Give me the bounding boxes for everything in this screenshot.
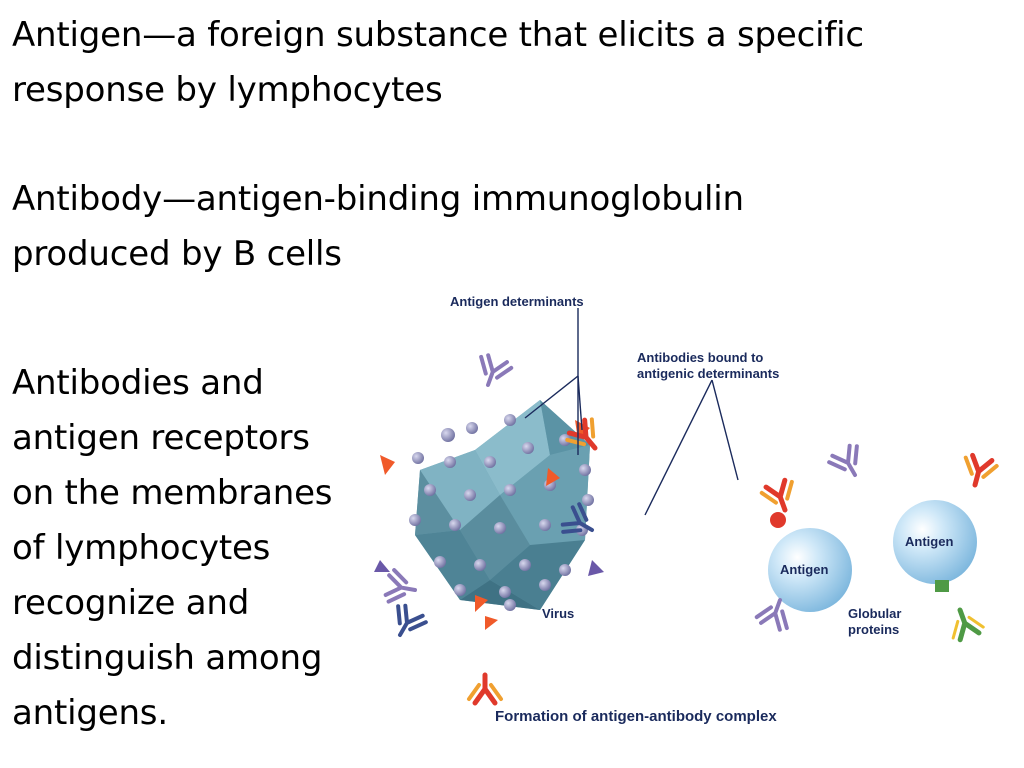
globular-proteins-label: proteins (848, 622, 899, 637)
antibody-definition-line: Antibody—antigen-binding immunoglobulin (12, 179, 744, 219)
antibodies-bound-label: Antibodies bound to (637, 350, 763, 365)
receptor-description-line: antigen receptors (12, 418, 310, 458)
antigen-sphere-left (753, 512, 852, 634)
receptor-description-line: Antibodies and (12, 363, 264, 403)
antigen-label-right: Antigen (905, 534, 953, 549)
antigen-antibody-diagram: Antigen determinants Antibodies bound to… (374, 294, 1020, 725)
antigen-antibody-figure: Antigen determinants Antibodies bound to… (360, 280, 1020, 740)
bound-antibody (760, 478, 800, 515)
free-antibody (382, 567, 420, 608)
antigen-definition: Antigen—a foreign substance that elicits… (12, 8, 864, 118)
receptor-description: Antibodies and antigen receptors on the … (12, 356, 333, 741)
antigen-definition-line: Antigen—a foreign substance that elicits… (12, 15, 864, 55)
figure-caption: Formation of antigen-antibody complex (495, 708, 777, 725)
antigen-determinants-label: Antigen determinants (450, 294, 584, 309)
free-antibody (470, 351, 515, 393)
antigen-sphere-right (893, 500, 985, 642)
antibody-definition-line: produced by B cells (12, 234, 342, 274)
virus-particle (374, 400, 604, 630)
receptor-description-line: recognize and (12, 583, 250, 623)
free-antibody (960, 454, 998, 489)
callout-lines (524, 308, 739, 516)
globular-proteins-label: Globular (848, 606, 901, 621)
receptor-description-line: of lymphocytes (12, 528, 271, 568)
antibody-definition: Antibody—antigen-binding immunoglobulin … (12, 172, 744, 282)
antigen-label-left: Antigen (780, 562, 828, 577)
receptor-description-line: distinguish among (12, 638, 323, 678)
free-antibody (384, 600, 430, 645)
virus-label: Virus (542, 606, 574, 621)
bound-antibody (469, 675, 501, 703)
free-antibody (825, 440, 871, 485)
receptor-description-line: on the membranes (12, 473, 333, 513)
receptor-description-line: antigens. (12, 693, 168, 733)
antibodies-bound-label: antigenic determinants (637, 366, 779, 381)
antigen-definition-line: response by lymphocytes (12, 70, 443, 110)
